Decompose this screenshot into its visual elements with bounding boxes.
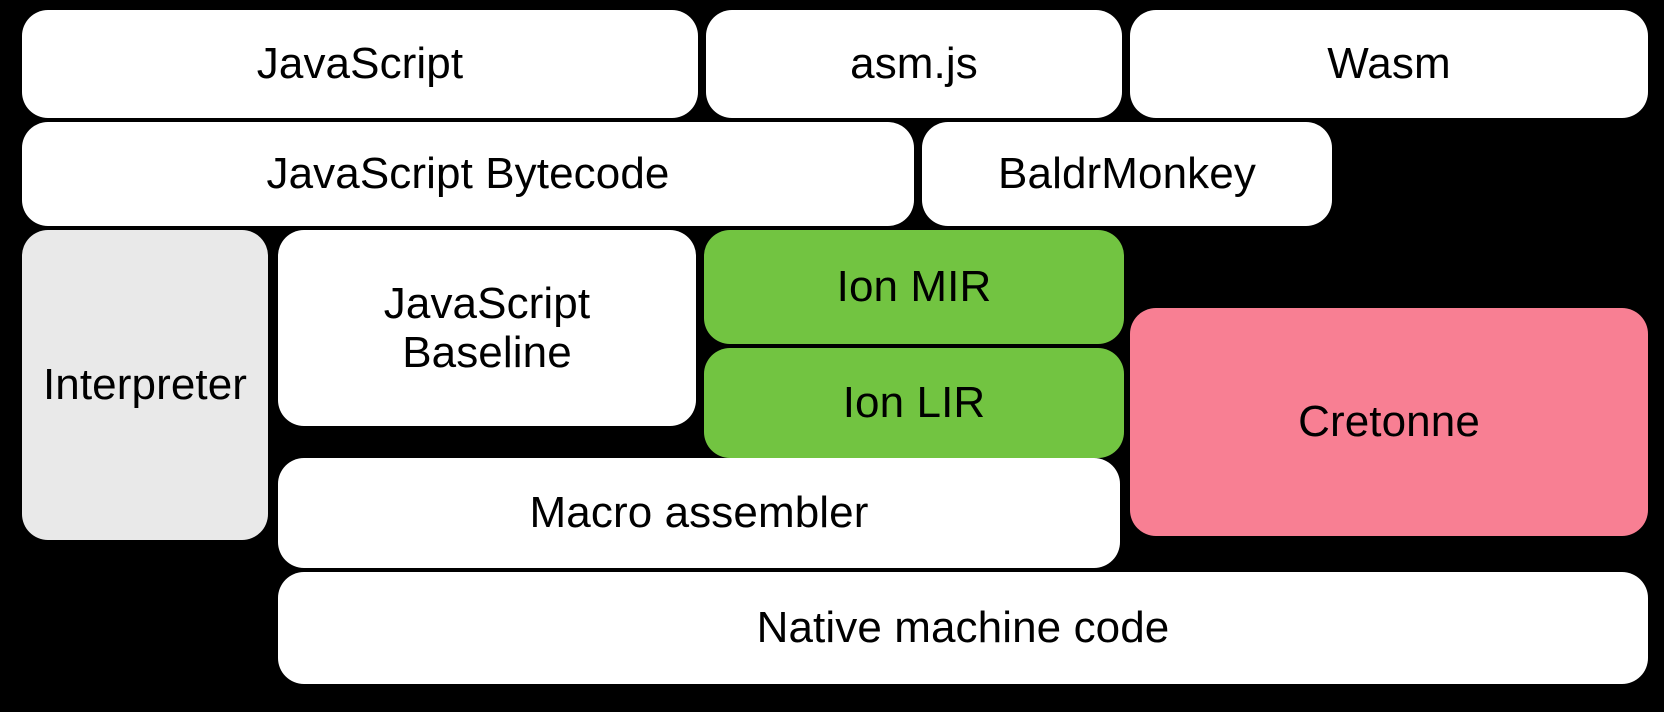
node-label-baldrmonkey: BaldrMonkey: [998, 149, 1256, 199]
node-label-interpreter: Interpreter: [42, 360, 248, 410]
node-ion-mir: Ion MIR: [704, 230, 1124, 344]
node-cretonne: Cretonne: [1130, 308, 1648, 536]
node-label-javascript-bytecode: JavaScript Bytecode: [266, 149, 670, 199]
node-label-javascript-baseline: JavaScript Baseline: [383, 278, 591, 377]
node-wasm: Wasm: [1130, 10, 1648, 118]
node-label-javascript: JavaScript: [256, 39, 464, 89]
node-ion-lir: Ion LIR: [704, 348, 1124, 458]
node-label-macro-assembler: Macro assembler: [529, 488, 869, 538]
node-label-wasm: Wasm: [1327, 39, 1451, 89]
node-javascript-bytecode: JavaScript Bytecode: [22, 122, 914, 226]
node-baldrmonkey: BaldrMonkey: [922, 122, 1332, 226]
node-interpreter: Interpreter: [22, 230, 268, 540]
node-label-native-machine-code: Native machine code: [756, 603, 1170, 653]
node-javascript: JavaScript: [22, 10, 698, 118]
node-label-ion-lir: Ion LIR: [842, 378, 986, 428]
node-label-asm-js: asm.js: [850, 39, 978, 89]
node-label-ion-mir: Ion MIR: [836, 262, 992, 312]
node-asm-js: asm.js: [706, 10, 1122, 118]
node-javascript-baseline: JavaScript Baseline: [278, 230, 696, 426]
node-label-cretonne: Cretonne: [1298, 397, 1480, 447]
node-native-machine-code: Native machine code: [278, 572, 1648, 684]
node-macro-assembler: Macro assembler: [278, 458, 1120, 568]
